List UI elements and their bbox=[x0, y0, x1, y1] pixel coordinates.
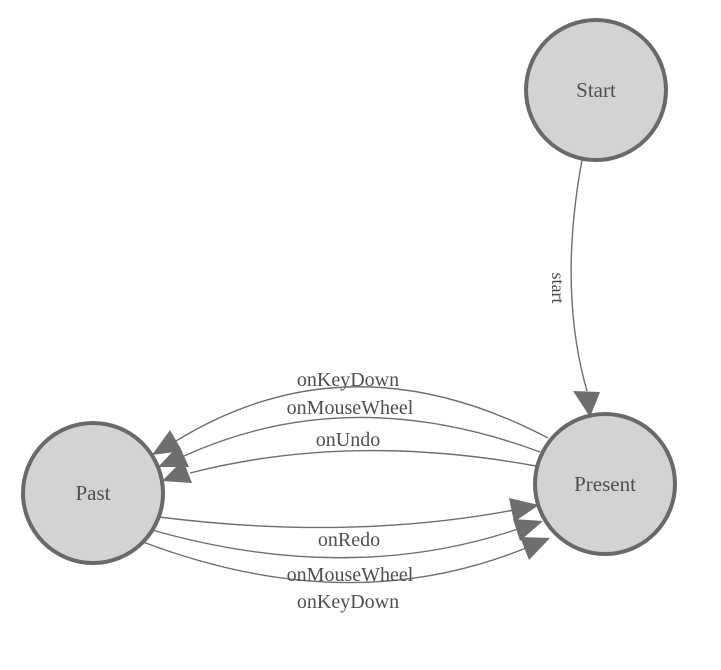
node-present-label: Present bbox=[574, 472, 636, 496]
node-present-circle[interactable] bbox=[533, 412, 677, 556]
edge-label-onredo: onRedo bbox=[318, 529, 380, 551]
node-past-circle[interactable] bbox=[21, 421, 165, 565]
arrowhead-present-to-past-onundo-icon bbox=[162, 460, 192, 483]
edge-labels-layer: start onKeyDown onMouseWheel onUndo onRe… bbox=[287, 273, 568, 614]
node-present[interactable]: Present bbox=[533, 412, 677, 556]
edge-start-to-present bbox=[570, 159, 588, 392]
arrowhead-present-to-past-onmousewheel-icon bbox=[158, 445, 189, 467]
edge-label-onkeydown-top: onKeyDown bbox=[297, 369, 399, 391]
node-past-label: Past bbox=[75, 481, 110, 505]
edge-past-to-present-onkeydown bbox=[142, 541, 527, 584]
nodes-layer: Start Present Past bbox=[21, 18, 677, 565]
edge-label-start: start bbox=[548, 273, 568, 304]
node-start-label: Start bbox=[576, 78, 616, 102]
node-start-circle[interactable] bbox=[524, 18, 668, 162]
edge-present-to-past-onmousewheel bbox=[183, 416, 541, 457]
edge-past-to-present-onmousewheel bbox=[151, 528, 519, 559]
arrowhead-past-to-present-onmousewheel-icon bbox=[513, 519, 543, 541]
edge-present-to-past-onundo bbox=[189, 449, 537, 474]
node-start[interactable]: Start bbox=[524, 18, 668, 162]
edge-label-onkeydown-bottom: onKeyDown bbox=[297, 591, 399, 613]
arrowhead-present-to-past-onkeydown-icon bbox=[152, 430, 182, 455]
edge-label-onundo: onUndo bbox=[316, 429, 380, 451]
arrowhead-past-to-present-onkeydown-icon bbox=[520, 537, 550, 560]
arrowhead-start-to-present-icon bbox=[573, 391, 600, 417]
edge-label-onmousewheel-bottom: onMouseWheel bbox=[287, 564, 414, 586]
edge-past-to-present-onredo bbox=[158, 509, 515, 529]
arrowhead-past-to-present-onredo-icon bbox=[509, 498, 539, 522]
edge-label-onmousewheel-top: onMouseWheel bbox=[287, 397, 414, 419]
node-past[interactable]: Past bbox=[21, 421, 165, 565]
edge-present-to-past-onkeydown bbox=[175, 386, 549, 442]
edges-layer bbox=[142, 159, 600, 584]
